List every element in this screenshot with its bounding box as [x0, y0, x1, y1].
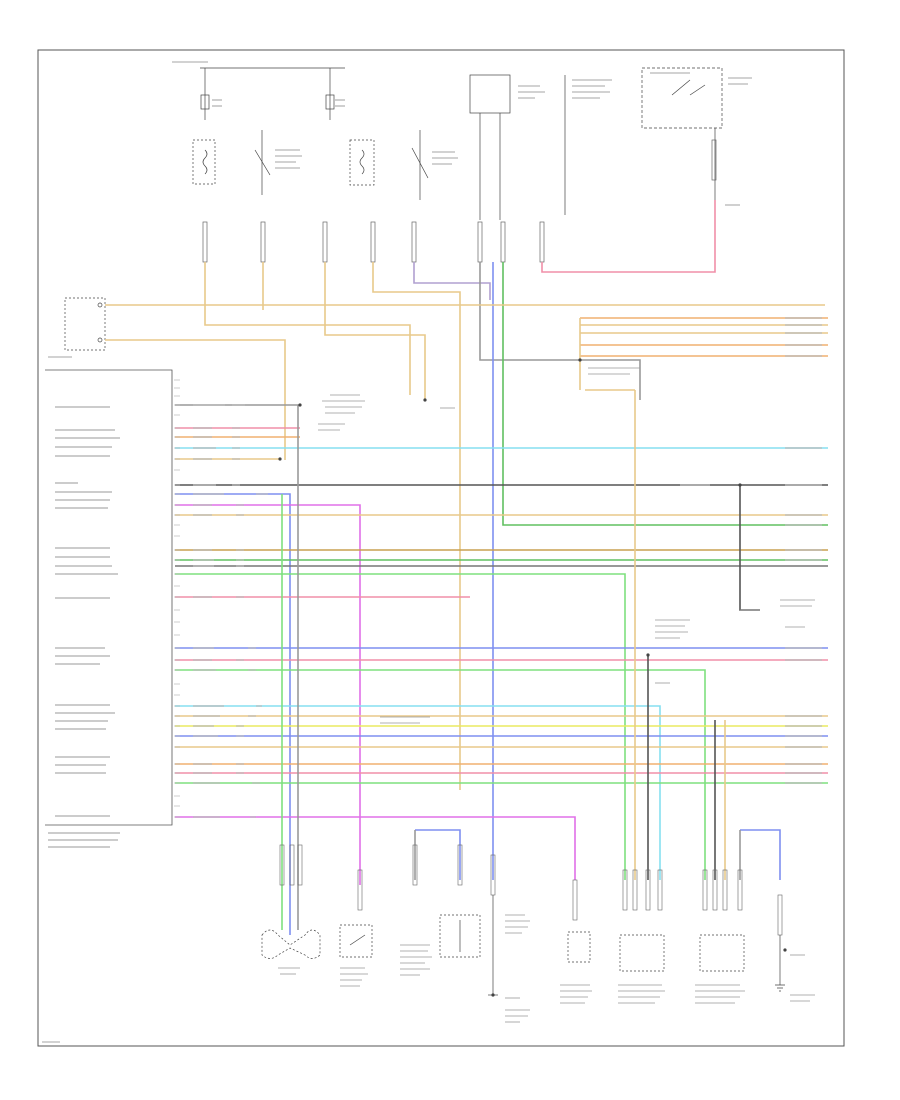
top-label-marks — [48, 61, 752, 358]
diagram-frame — [37, 49, 845, 1047]
lower-connectors — [279, 844, 783, 936]
left-splice-connector — [64, 297, 106, 351]
lower-components — [261, 895, 785, 996]
right-wire-labels — [680, 317, 822, 784]
splice-points — [278, 358, 787, 997]
wires — [105, 200, 828, 935]
power-distribution-area — [192, 67, 723, 263]
note-marks — [318, 359, 815, 724]
lower-labels — [278, 914, 815, 1023]
ecm-block — [45, 369, 268, 848]
